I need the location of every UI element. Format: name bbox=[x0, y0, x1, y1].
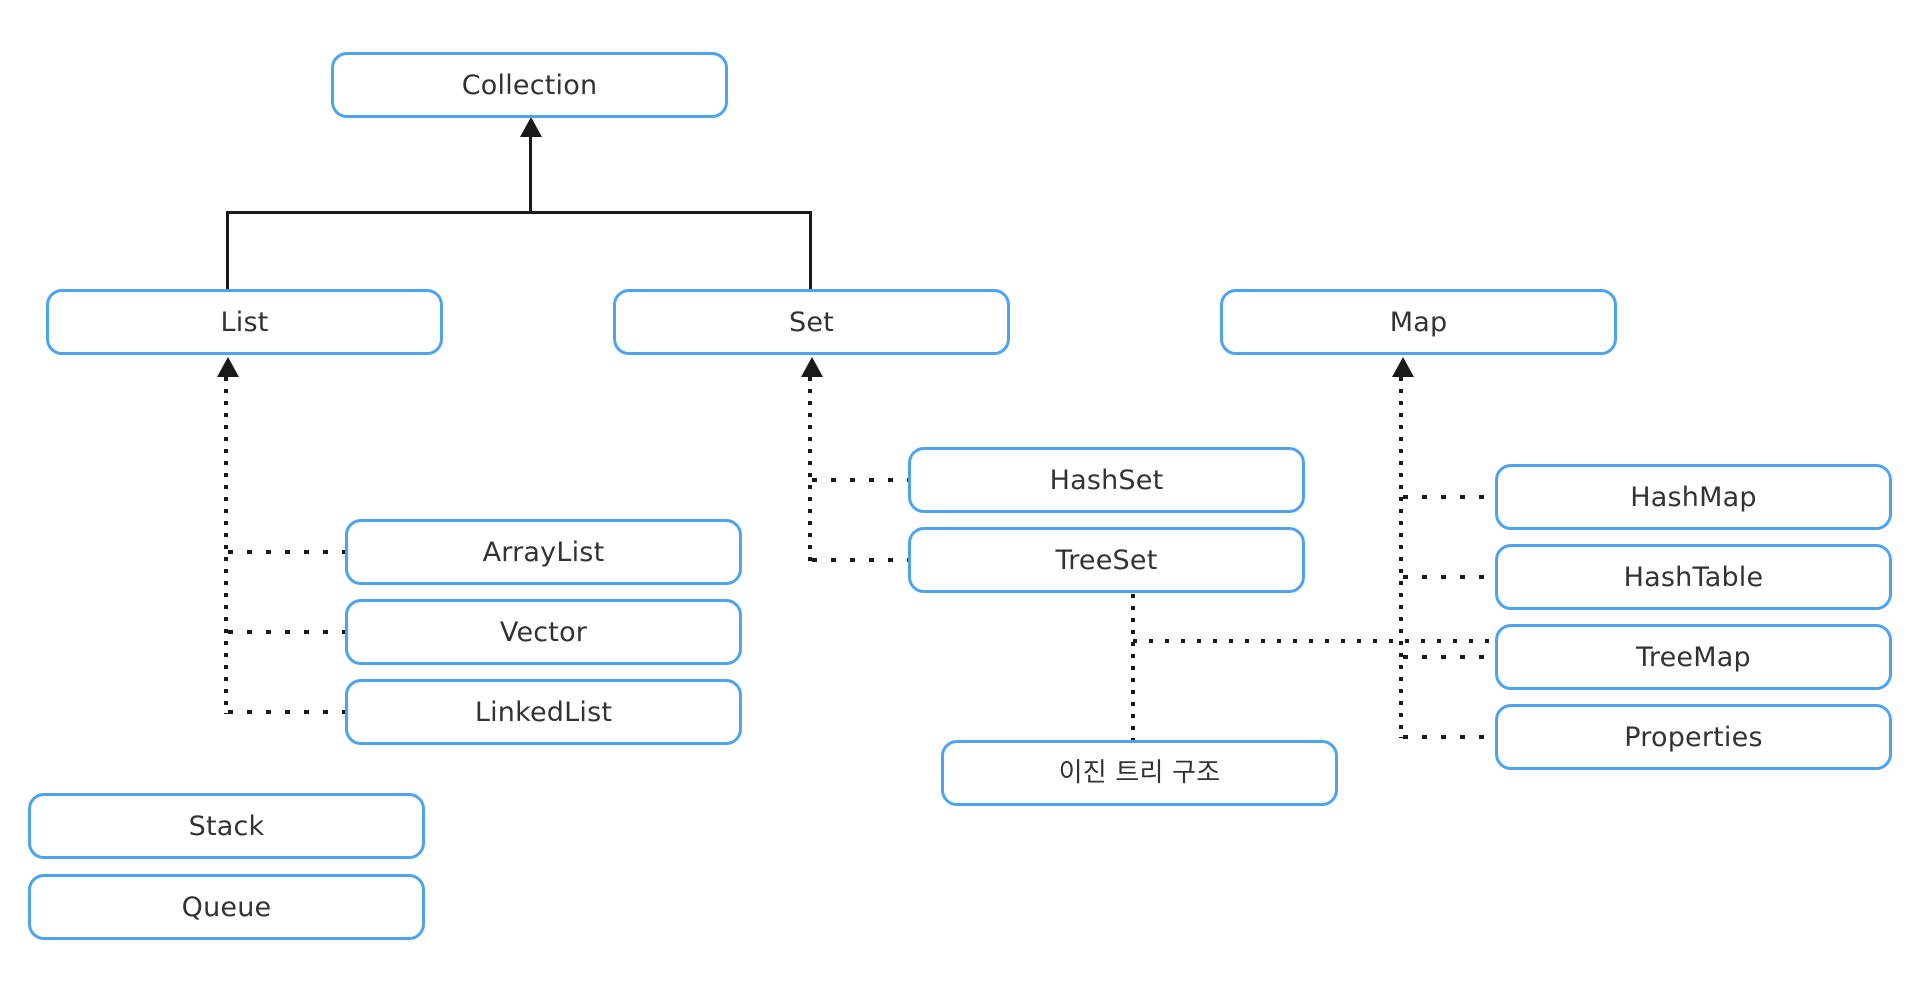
connector-hashmap-branch bbox=[1403, 495, 1495, 499]
connector-collection-crossbar bbox=[226, 211, 812, 214]
node-list[interactable]: List bbox=[46, 289, 443, 355]
node-properties[interactable]: Properties bbox=[1495, 704, 1892, 770]
connector-hashtable-branch bbox=[1403, 575, 1495, 579]
connector-set-drop bbox=[809, 211, 812, 289]
node-binary-tree-structure[interactable]: 이진 트리 구조 bbox=[941, 740, 1338, 806]
node-collection[interactable]: Collection bbox=[331, 52, 728, 118]
node-hashmap[interactable]: HashMap bbox=[1495, 464, 1892, 530]
node-map[interactable]: Map bbox=[1220, 289, 1617, 355]
connector-map-impl-spine bbox=[1399, 377, 1403, 738]
connector-vector-branch bbox=[228, 630, 347, 634]
connector-treeset-treemap-link bbox=[1133, 639, 1495, 643]
connector-linkedlist-branch bbox=[228, 710, 347, 714]
node-treeset[interactable]: TreeSet bbox=[908, 527, 1305, 593]
node-stack[interactable]: Stack bbox=[28, 793, 425, 859]
connector-treeset-branch bbox=[812, 558, 910, 562]
connector-treeset-binarytree-spine bbox=[1131, 594, 1135, 740]
node-hashtable[interactable]: HashTable bbox=[1495, 544, 1892, 610]
arrowhead-to-set bbox=[801, 357, 823, 377]
node-queue[interactable]: Queue bbox=[28, 874, 425, 940]
node-arraylist[interactable]: ArrayList bbox=[345, 519, 742, 585]
connector-properties-branch bbox=[1403, 735, 1495, 739]
connector-arraylist-branch bbox=[228, 550, 347, 554]
arrowhead-to-collection bbox=[520, 117, 542, 137]
node-linkedlist[interactable]: LinkedList bbox=[345, 679, 742, 745]
connector-treemap-branch bbox=[1403, 655, 1495, 659]
connector-hashset-branch bbox=[812, 478, 910, 482]
arrowhead-to-list bbox=[217, 357, 239, 377]
node-treemap[interactable]: TreeMap bbox=[1495, 624, 1892, 690]
connector-list-impl-spine bbox=[224, 377, 228, 714]
node-set[interactable]: Set bbox=[613, 289, 1010, 355]
connector-collection-riser bbox=[529, 131, 532, 213]
node-vector[interactable]: Vector bbox=[345, 599, 742, 665]
arrowhead-to-map bbox=[1392, 357, 1414, 377]
connector-list-drop bbox=[226, 211, 229, 289]
connector-set-impl-spine bbox=[808, 377, 812, 564]
node-hashset[interactable]: HashSet bbox=[908, 447, 1305, 513]
